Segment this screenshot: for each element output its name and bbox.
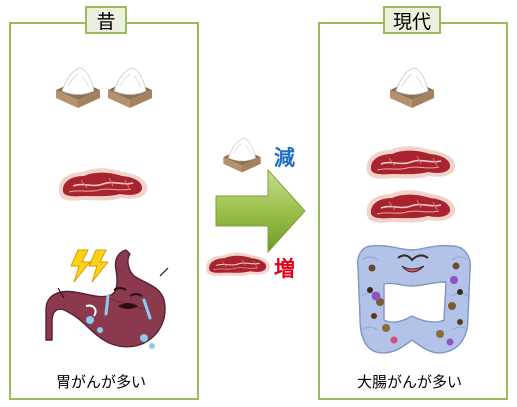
past-title-tag: 昔 [85,6,127,34]
past-caption: 胃がんが多い [56,373,147,391]
decrease-label: 減 [274,146,295,170]
increase-label: 増 [274,257,295,281]
salt-pile-icon [389,67,435,109]
right-arrow-icon [215,168,306,254]
modern-title-tag: 現代 [383,6,441,34]
meat-slice-icon [365,189,457,224]
colon-icon [356,244,471,354]
salt-pile-icon [55,67,101,109]
salt-pile-icon [222,137,262,173]
stomach-icon [45,249,169,349]
lightning-icon [70,249,110,283]
meat-slice-icon [57,167,149,202]
meat-slice-icon [365,145,457,180]
meat-slice-icon [205,252,271,277]
modern-caption: 大腸がんが多い [357,373,463,391]
salt-pile-icon [107,67,153,109]
